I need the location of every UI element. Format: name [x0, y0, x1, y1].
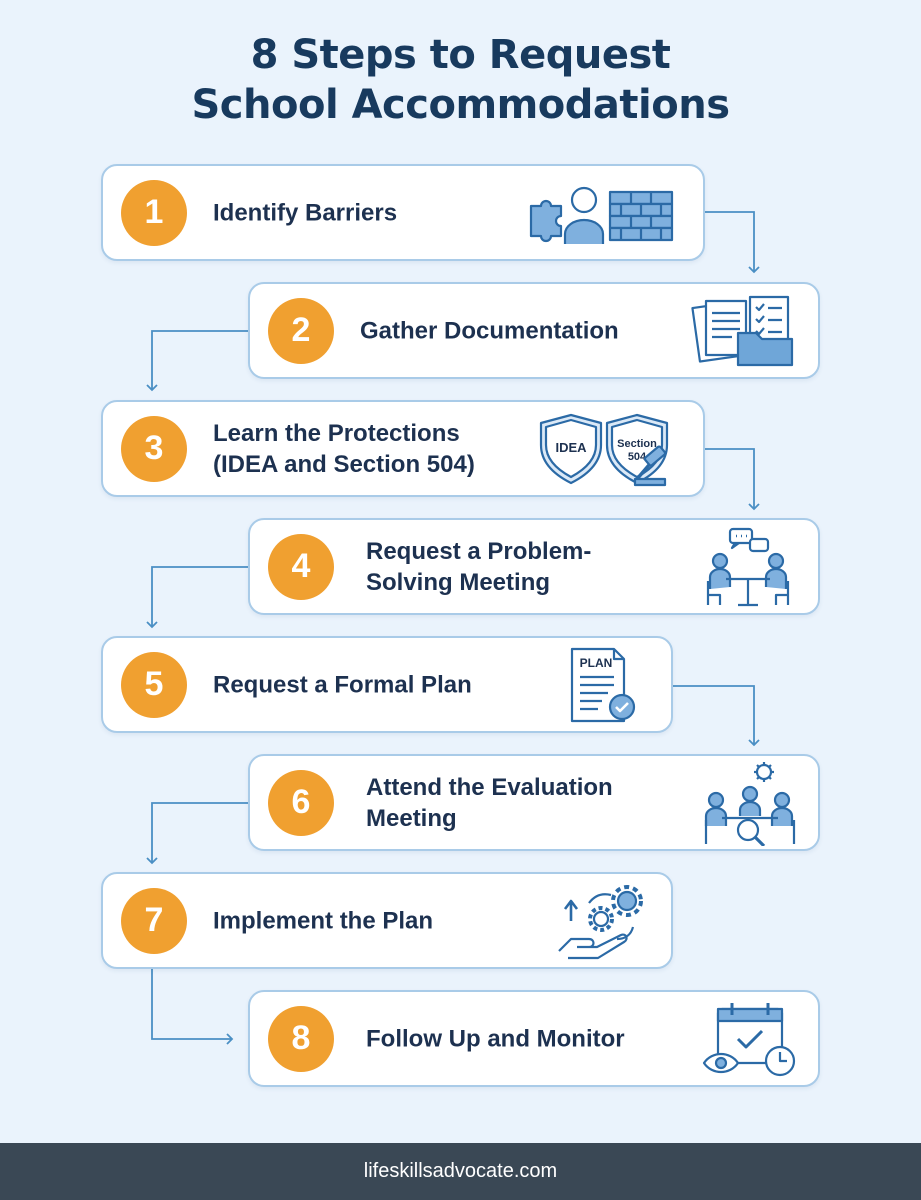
- icon-text-504: 504: [628, 451, 647, 463]
- step-label: Follow Up and Monitor: [366, 1023, 625, 1054]
- step-label: Identify Barriers: [213, 197, 397, 228]
- step-label-line: Identify Barriers: [213, 199, 398, 226]
- step-label: Gather Documentation: [360, 315, 619, 346]
- title-line-2: School Accommodations: [191, 82, 730, 128]
- step-number-badge: 6: [268, 769, 334, 836]
- step-label-line: Attend the Evaluation: [366, 773, 613, 801]
- step-label: Attend the Evaluation Meeting: [366, 772, 613, 834]
- icon-text-plan: PLAN: [580, 656, 613, 670]
- step-label-line: Implement the Plan: [213, 907, 434, 934]
- icon-text-section: Section: [617, 438, 657, 450]
- step-number-badge: 1: [121, 179, 187, 246]
- plan-document-icon: PLAN: [568, 645, 640, 725]
- person-puzzle-wall-icon: [527, 178, 677, 248]
- step-label: Learn the Protections (IDEA and Section …: [213, 418, 475, 480]
- step-label-line: Follow Up and Monitor: [366, 1025, 625, 1052]
- step-label-line: Request a Formal Plan: [213, 671, 472, 698]
- step-card-4: 4 Request a Problem- Solving Meeting: [248, 518, 820, 615]
- shields-gavel-icon: IDEA Section 504: [537, 409, 677, 489]
- arrow-3-4: [704, 448, 760, 511]
- step-label-line: Gather Documentation: [360, 317, 619, 344]
- arrow-7-8: [151, 968, 234, 1045]
- hand-gears-icon: [555, 881, 655, 961]
- step-label-line: Meeting: [366, 804, 457, 832]
- step-label: Implement the Plan: [213, 905, 433, 936]
- step-card-2: 2 Gather Documentation: [248, 282, 820, 379]
- step-card-8: 8 Follow Up and Monitor: [248, 990, 820, 1087]
- arrow-4-5: [146, 566, 249, 629]
- footer-site[interactable]: lifeskillsadvocate.com: [0, 1143, 921, 1200]
- arrow-6-7: [146, 802, 249, 865]
- step-number-badge: 7: [121, 887, 187, 954]
- step-label-line: Solving Meeting: [366, 568, 551, 596]
- arrow-5-6: [672, 685, 760, 747]
- step-number-badge: 5: [121, 651, 187, 718]
- step-label-line: Learn the Protections: [213, 419, 460, 447]
- step-label-line: Request a Problem-: [366, 537, 592, 565]
- step-label: Request a Formal Plan: [213, 669, 472, 700]
- step-card-1: 1 Identify Barriers: [101, 164, 705, 261]
- step-card-3: 3 Learn the Protections (IDEA and Sectio…: [101, 400, 705, 497]
- documents-folder-icon: [690, 293, 800, 369]
- step-card-7: 7 Implement the Plan: [101, 872, 673, 969]
- page-title: 8 Steps to Request School Accommodations: [0, 30, 921, 130]
- step-label: Request a Problem- Solving Meeting: [366, 536, 591, 598]
- arrow-1-2: [704, 211, 760, 274]
- icon-text-idea: IDEA: [555, 440, 587, 455]
- step-card-5: 5 Request a Formal Plan PLAN: [101, 636, 673, 733]
- meeting-table-icon: [702, 525, 794, 609]
- step-label-line: (IDEA and Section 504): [213, 450, 475, 478]
- step-number-badge: 8: [268, 1005, 334, 1072]
- step-number-badge: 2: [268, 297, 334, 364]
- arrow-2-3: [146, 330, 249, 392]
- step-number-badge: 3: [121, 415, 187, 482]
- title-line-1: 8 Steps to Request: [250, 32, 671, 78]
- calendar-eye-clock-icon: [700, 999, 800, 1079]
- evaluation-meeting-icon: [702, 760, 798, 847]
- step-number-badge: 4: [268, 533, 334, 600]
- step-card-6: 6 Attend the Evaluation Meeting: [248, 754, 820, 851]
